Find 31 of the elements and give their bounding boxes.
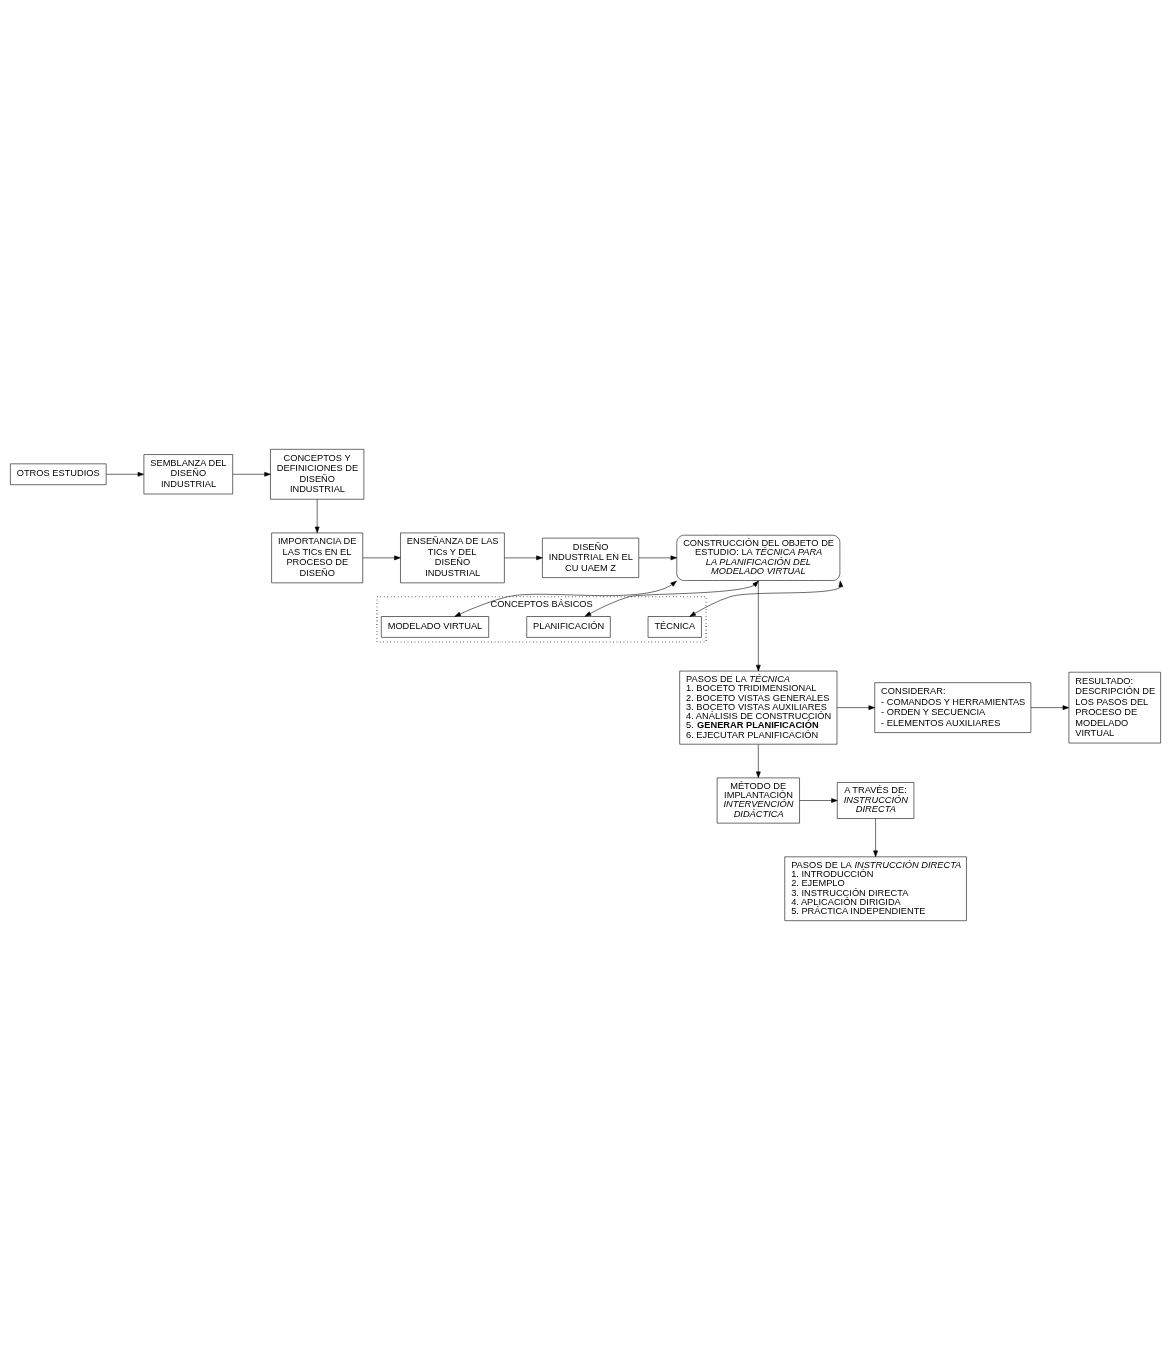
node-box: MÉTODO DE IMPLANTACIÓN INTERVENCIÓN DIDÁCTICA <box>716 777 800 824</box>
node-box: PASOS DE LA TÉCNICA 1. BOCETO TRIDIMENSIONAL 2. BOCETO VISTAS GENERALES 3. BOCETO VISTAS AUXILIARES 4. ANÁLISIS DE CONSTRUCCIÓN 5. GENERAR PLANIFICACIÓN 6. EJECUTAR PLANIFICACIÓN <box>679 670 838 745</box>
node-box: PASOS DE LA INSTRUCCIÓN DIRECTA 1. INTRODUCCIÓN 2. EJEMPLO 3. INSTRUCCIÓN DIRECTA 4. APLICACIÓN DIRIGIDA 5. PRÁCTICA INDEPENDIENTE <box>784 856 967 921</box>
arrow <box>504 555 543 561</box>
node-box: RESULTADO: DESCRIPCIÓN DE LOS PASOS DEL PROCESO DE MODELADO VIRTUAL <box>1068 671 1161 744</box>
arrow <box>1030 705 1070 710</box>
arrow <box>314 499 320 534</box>
arrow <box>756 580 761 672</box>
node-box: TÉCNICA <box>647 616 702 638</box>
arrow <box>584 580 759 617</box>
arrow <box>362 555 401 561</box>
node-box: OTROS ESTUDIOS <box>10 463 107 486</box>
node-box: PLANIFICACIÓN <box>526 616 611 638</box>
node-box: CONSTRUCCIÓN DEL OBJETO DE ESTUDIO: LA TÉCNICA PARA LA PLANIFICACIÓN DEL MODELADO VIRTUAL <box>676 534 841 581</box>
arrow <box>756 744 761 778</box>
arrow <box>799 798 838 803</box>
node-box: CONSIDERAR: - COMANDOS Y HERRAMIENTAS - ORDEN Y SECUENCIA - ELEMENTOS AUXILIARES <box>874 682 1032 733</box>
arrow <box>232 471 271 477</box>
arrow <box>105 471 145 477</box>
node-box: CONCEPTOS Y DEFINICIONES DE DISEÑO INDUSTRIAL <box>270 449 365 500</box>
arrow <box>638 555 677 561</box>
node-box: ENSEÑANZA DE LAS TICs Y DEL DISEÑO INDUSTRIAL <box>400 532 505 584</box>
node-box: IMPORTANCIA DE LAS TICs EN EL PROCESO DE DISEÑO <box>271 532 364 584</box>
node-box: MODELADO VIRTUAL <box>381 616 489 638</box>
arrow <box>836 705 875 710</box>
arrow <box>873 818 878 857</box>
node-box: A TRAVÉS DE: INSTRUCCIÓN DIRECTA <box>837 782 915 819</box>
node-box: SEMBLANZA DEL DISEÑO INDUSTRIAL <box>143 454 233 495</box>
arrow <box>454 580 677 617</box>
arrow <box>689 580 844 617</box>
node-box: DISEÑO INDUSTRIAL EN EL CU UAEM Z <box>542 537 640 578</box>
